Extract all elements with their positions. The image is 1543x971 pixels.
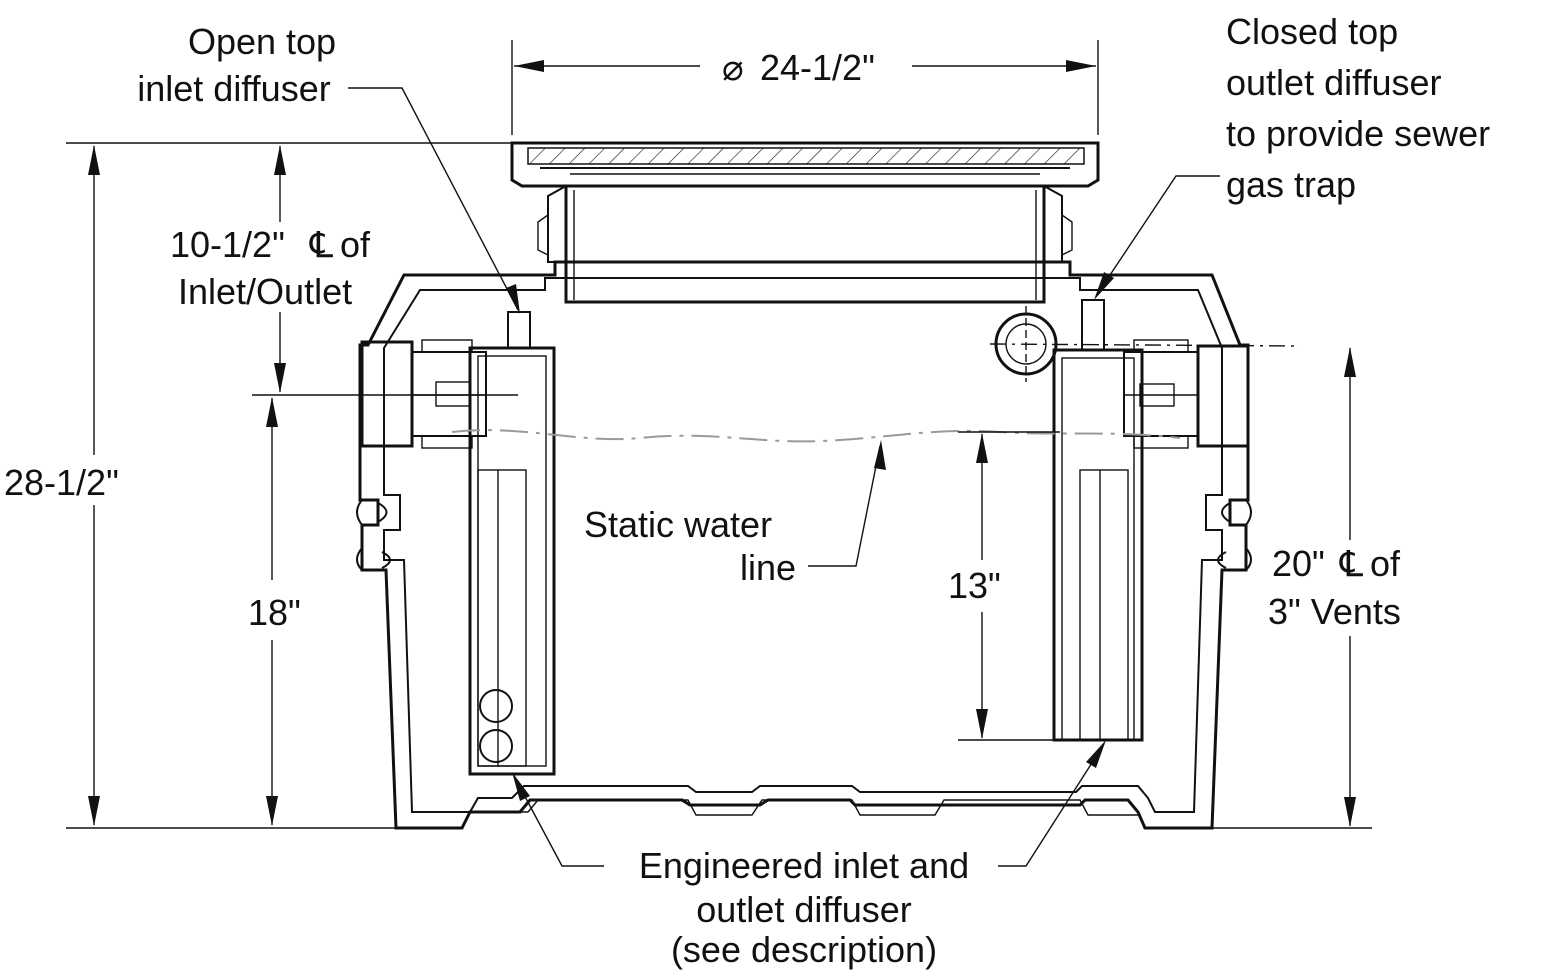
vents-label: 20" ℄ of 3" Vents [1268,543,1401,632]
static-water-callout: Static water line [584,504,796,588]
inlet-diffuser [468,311,556,776]
diffuser-line3: (see description) [671,929,937,970]
static-water-line [451,429,1181,443]
open-top-line2: inlet diffuser [137,68,330,109]
vent-pipe [989,306,1301,382]
vents-value: 20" [1272,543,1325,584]
closed-top-callout: Closed top outlet diffuser to provide se… [1226,11,1490,205]
outlet-diffuser [1052,299,1144,742]
cl-inlet-of: of [340,224,371,265]
overall-height-label: 28-1/2" [4,462,119,503]
closed-top-line4: gas trap [1226,164,1356,205]
open-top-callout: Open top inlet diffuser [137,21,336,109]
inlet-fitting [360,339,487,449]
closed-top-line1: Closed top [1226,11,1398,52]
open-top-line1: Open top [188,21,336,62]
cl-inlet-line2: Inlet/Outlet [178,271,352,312]
vents-of: of [1370,543,1401,584]
water-depth-label: 13" [948,565,1001,606]
closed-top-line2: outlet diffuser [1226,62,1441,103]
diameter-symbol: ⌀ [722,47,744,88]
centerline-symbol: ℄ [309,224,333,265]
cl-inlet-value: 10-1/2" [170,224,285,265]
dimension-lines [66,40,1372,829]
diffuser-line1: Engineered inlet and [639,845,969,886]
engineered-diffuser-callout: Engineered inlet and outlet diffuser (se… [639,845,969,970]
leader-lines [348,87,1220,867]
riser-and-lid [510,141,1100,304]
closed-top-line3: to provide sewer [1226,113,1490,154]
diffuser-line2: outlet diffuser [696,889,911,930]
diameter-label: ⌀ 24-1/2" [722,47,875,88]
vents-line2: 3" Vents [1268,591,1401,632]
inlet-height-label: 18" [248,592,301,633]
vents-centerline-symbol: ℄ [1339,543,1363,584]
static-line1: Static water [584,504,772,545]
cl-inlet-outlet-label: 10-1/2" ℄ of Inlet/Outlet [170,224,371,312]
static-line2: line [740,547,796,588]
diameter-value: 24-1/2" [760,47,875,88]
